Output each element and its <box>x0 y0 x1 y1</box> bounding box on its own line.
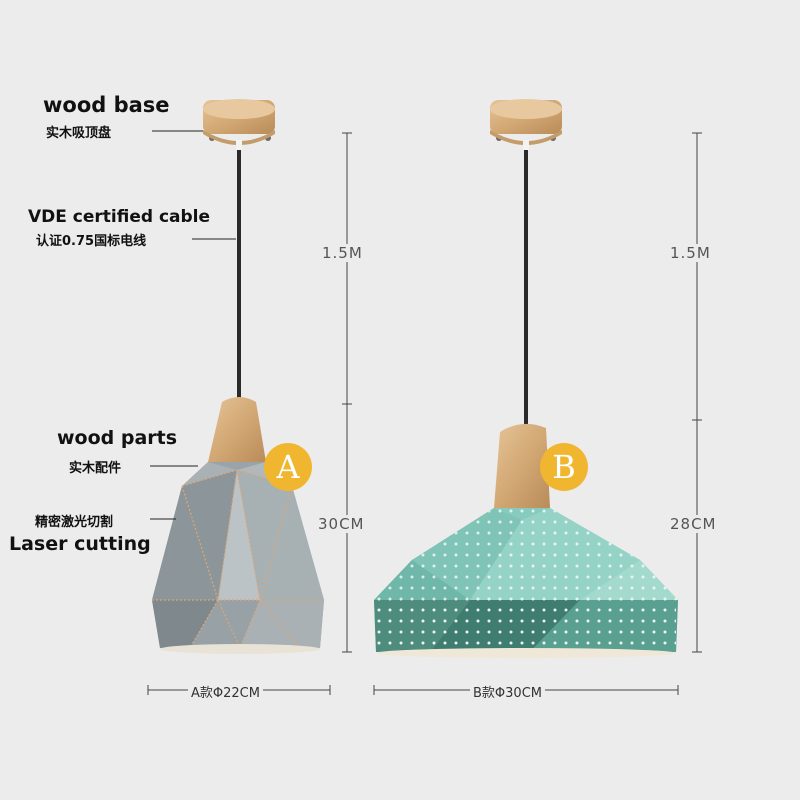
lamp-a <box>152 99 324 654</box>
cable-label-zh: 认证0.75国标电线 <box>36 234 147 249</box>
lamp-b-height: 28CM <box>668 515 719 533</box>
lamp-b-shade <box>374 508 678 658</box>
laser-label: Laser cutting <box>9 533 151 555</box>
wood-base-label: wood base <box>43 93 170 117</box>
lamp-a-cable-length: 1.5M <box>320 244 365 262</box>
lamp-a-shade <box>152 462 324 654</box>
lamp-b <box>374 99 678 658</box>
lamp-a-height: 30CM <box>316 515 367 533</box>
lamp-b-wood-part <box>494 423 550 508</box>
cable-label: VDE certified cable <box>28 207 211 227</box>
lamp-b-wood-base <box>490 99 562 150</box>
wood-parts-label: wood parts <box>57 427 178 449</box>
lamp-a-width: A款Φ22CM <box>188 682 263 701</box>
lamp-a-badge: A <box>264 443 312 491</box>
laser-label-zh: 精密激光切割 <box>35 515 114 530</box>
lamp-b-cable-length: 1.5M <box>668 244 713 262</box>
lamp-a-wood-part <box>208 397 266 462</box>
lamp-a-wood-base <box>203 99 275 150</box>
lamp-b-width: B款Φ30CM <box>470 682 545 701</box>
wood-parts-label-zh: 实木配件 <box>69 461 122 476</box>
lamp-b-badge: B <box>540 443 588 491</box>
leader-lines <box>150 130 236 520</box>
wood-base-label-zh: 实木吸顶盘 <box>46 126 112 141</box>
